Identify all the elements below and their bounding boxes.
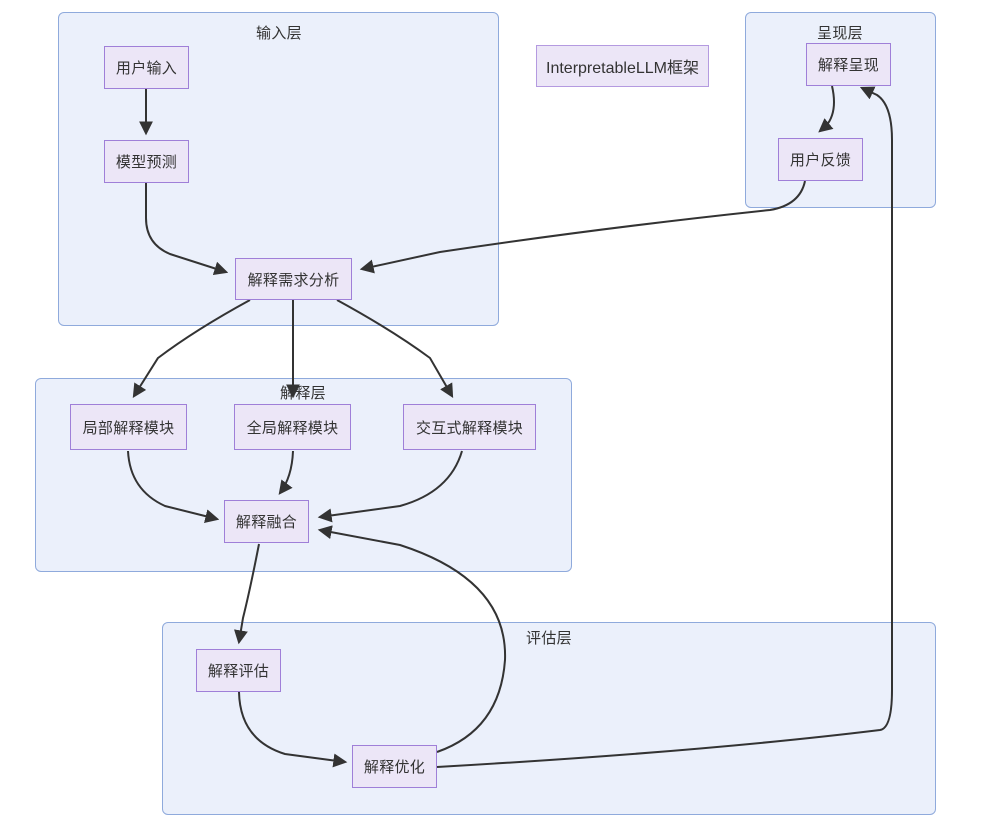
node-explanation-optimization[interactable]: 解释优化 [352, 745, 437, 788]
cluster-label-explanation-layer: 解释层 [280, 385, 326, 402]
node-user-input[interactable]: 用户输入 [104, 46, 189, 89]
node-explanation-presentation[interactable]: 解释呈现 [806, 43, 891, 86]
cluster-label-evaluation-layer: 评估层 [526, 630, 572, 647]
node-explanation-evaluation[interactable]: 解释评估 [196, 649, 281, 692]
node-explanation-fusion[interactable]: 解释融合 [224, 500, 309, 543]
node-explanation-demand-analysis[interactable]: 解释需求分析 [235, 258, 352, 300]
node-user-feedback[interactable]: 用户反馈 [778, 138, 863, 181]
node-interactive-explanation-module[interactable]: 交互式解释模块 [403, 404, 536, 450]
node-local-explanation-module[interactable]: 局部解释模块 [70, 404, 187, 450]
cluster-label-input-layer: 输入层 [256, 25, 302, 42]
framework-title-box: InterpretableLLM框架 [536, 45, 709, 87]
node-model-prediction[interactable]: 模型预测 [104, 140, 189, 183]
node-global-explanation-module[interactable]: 全局解释模块 [234, 404, 351, 450]
cluster-label-presentation-layer: 呈现层 [817, 25, 863, 42]
